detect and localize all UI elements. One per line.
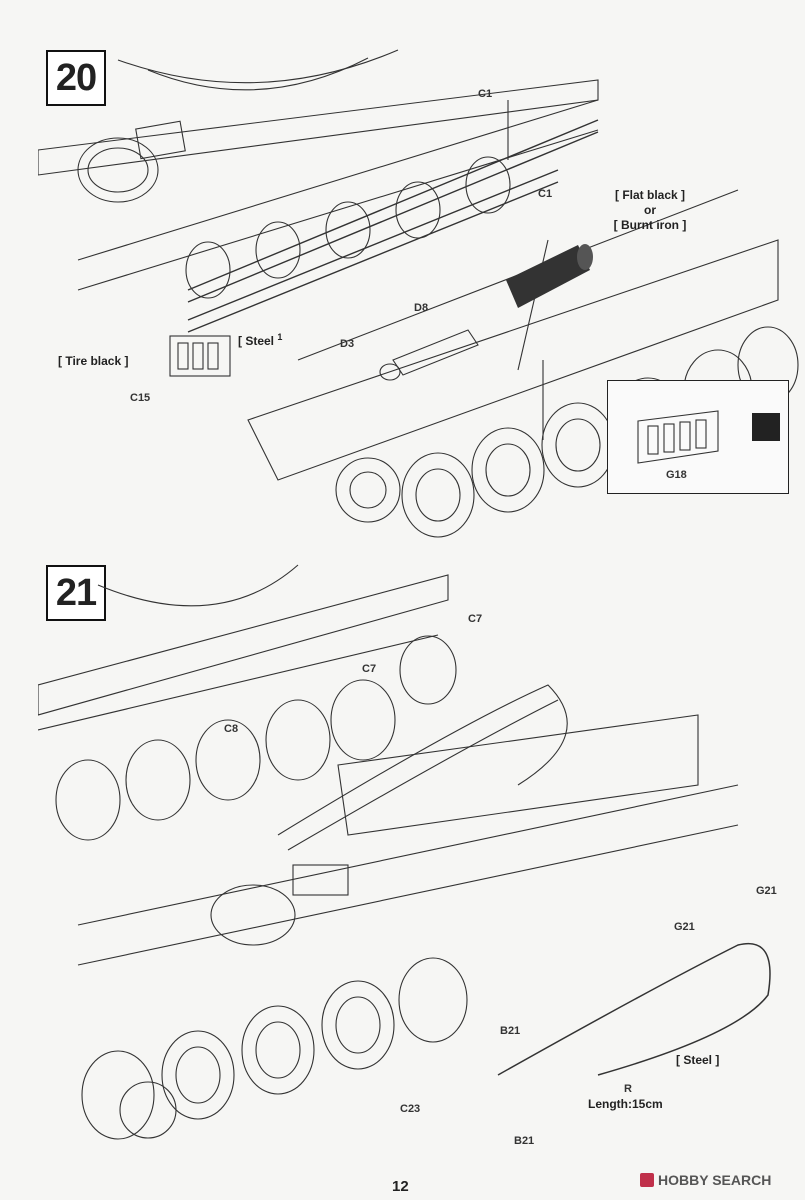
- label-b21-b: B21: [514, 1135, 535, 1147]
- label-d8: D8: [414, 302, 429, 314]
- label-b21-a: B21: [500, 1025, 521, 1037]
- label-c7-b: C7: [362, 663, 377, 675]
- label-c8: C8: [224, 723, 239, 735]
- step-20-panel: 20: [38, 40, 800, 560]
- label-g21-a: G21: [756, 885, 777, 897]
- callout-steel: [ Steel 1: [238, 332, 283, 348]
- callout-steel: [ Steel ]: [676, 1053, 720, 1067]
- step-21-panel: 21: [38, 555, 800, 1165]
- label-c15: C15: [130, 392, 151, 404]
- callout-or: or: [644, 203, 656, 217]
- label-c23: C23: [400, 1103, 421, 1115]
- g18-part-drawing: [637, 410, 719, 464]
- step-number: 20: [46, 50, 106, 106]
- callout-length: Length:15cm: [588, 1097, 663, 1111]
- callout-tire-black: [ Tire black ]: [58, 354, 129, 368]
- callout-flat-black: [ Flat black ]: [614, 188, 685, 202]
- label-c1-mid: C1: [538, 188, 553, 200]
- step-21-illustration: [38, 564, 771, 1140]
- step-number: 21: [46, 565, 106, 621]
- label-g21-b: G21: [674, 921, 695, 933]
- label-c1-top: C1: [478, 88, 493, 100]
- label-c7-a: C7: [468, 613, 483, 625]
- callout-steel-ref: 1: [277, 332, 283, 342]
- watermark-text: HOBBY SEARCH: [658, 1172, 772, 1188]
- hobby-search-logo-icon: [640, 1173, 654, 1187]
- label-g18: G18: [666, 469, 687, 481]
- callout-burnt-iron: [ Burnt iron ]: [613, 218, 687, 232]
- label-r: R: [624, 1083, 632, 1095]
- flip-view-icon: [752, 413, 780, 441]
- page-number: 12: [392, 1178, 409, 1195]
- g18-detail-inset: G18: [607, 380, 789, 494]
- watermark: HOBBY SEARCH: [640, 1172, 771, 1188]
- label-d3: D3: [340, 338, 355, 350]
